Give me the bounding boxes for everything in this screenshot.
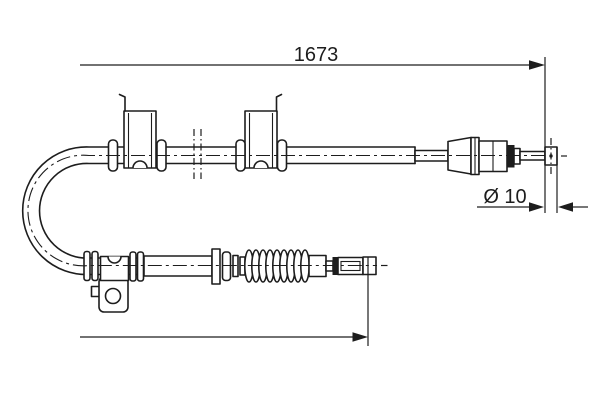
cable-centerline [27, 154, 545, 267]
upper-bracket-1 [118, 93, 157, 169]
spring-flange [211, 248, 221, 285]
upper-bracket-2 [244, 93, 283, 169]
length-dimension-label: 1673 [294, 44, 339, 66]
bracket-2-notch [253, 160, 269, 169]
upper-end-fitting [414, 136, 567, 176]
bracket-2-tab [275, 93, 283, 112]
dimension-diameter: Ø 10 [477, 147, 588, 213]
length-arrowhead [529, 60, 545, 70]
lower-mount-bracket [83, 250, 145, 313]
break-lines [193, 129, 202, 179]
bracket-1-tab [118, 93, 126, 112]
mount-hole [104, 287, 122, 305]
diameter-arrowhead-left [529, 202, 544, 212]
dimension-lower-length [80, 257, 369, 346]
diameter-arrowhead-right [558, 202, 573, 212]
lower-spring-section [211, 248, 310, 285]
lower-arrowhead [352, 332, 368, 342]
bracket-1-notch [132, 160, 148, 169]
end-washer-dark [506, 145, 515, 168]
clamp-notch [107, 256, 122, 264]
end-washer [513, 147, 521, 165]
dimension-overall-length: 1673 [80, 44, 546, 213]
diameter-dimension-label: Ø 10 [483, 186, 526, 208]
